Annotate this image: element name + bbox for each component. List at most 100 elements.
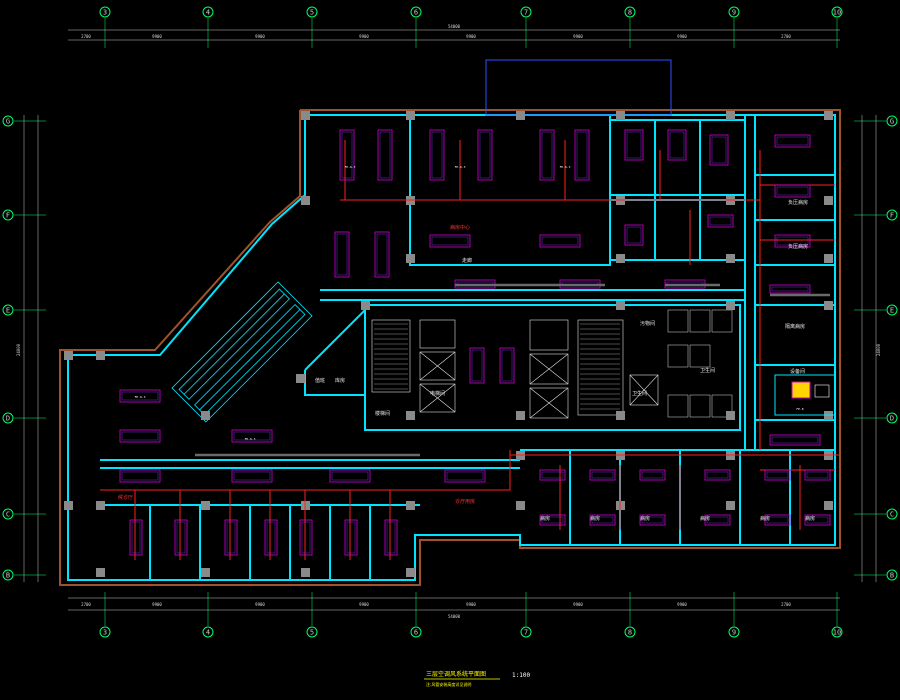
dim-top-1: 2700	[81, 34, 91, 39]
axis-label-E-left: E	[6, 307, 10, 315]
axis-label-8: 8	[628, 9, 632, 17]
fan-coil-unit-37	[589, 514, 616, 526]
fan-coil-unit-21	[231, 429, 273, 443]
fan-coil-unit-11	[667, 129, 687, 161]
fan-coil-unit-39	[639, 514, 666, 526]
dimension-lines	[23, 29, 877, 611]
fan-coil-unit-29	[224, 519, 238, 556]
dim-top-total: 54000	[448, 24, 461, 29]
dim-bottom-2: 9900	[152, 602, 162, 607]
side-axis-bubbles: G F E D C B G F E D C B	[2, 115, 898, 581]
fan-coil-inner-10	[626, 131, 642, 159]
room-label-ward-center: 病房中心	[450, 224, 470, 231]
column-12	[616, 254, 625, 263]
fan-coil-unit-43	[764, 514, 791, 526]
fan-coil-inner-14	[709, 216, 732, 226]
fan-coil-inner-43	[766, 516, 789, 524]
axis-label-B-left: B	[6, 572, 10, 580]
axis-bubble-5: 5	[306, 6, 318, 18]
axis-grid	[14, 18, 886, 626]
axis-label-7: 7	[524, 9, 528, 17]
fan-coil-unit-40	[704, 469, 731, 481]
fan-coil-inner-34	[541, 471, 564, 479]
axis-label-3-bottom: 3	[103, 629, 107, 637]
fan-coil-unit-26	[499, 347, 515, 384]
room-label-dirty: 污物间	[640, 320, 655, 327]
dim-bottom-6: 9900	[573, 602, 583, 607]
room-label-isolation: 隔离病房	[785, 323, 805, 330]
column-36	[824, 501, 833, 510]
column-4	[726, 111, 735, 120]
fan-coil-inner-32	[346, 521, 356, 554]
fan-coil-units	[119, 129, 831, 556]
fan-coil-inner-6	[336, 233, 348, 276]
dim-bottom-total: 54000	[448, 614, 461, 619]
room-label-ward-f: 病房	[805, 515, 815, 522]
dim-top-6: 9900	[573, 34, 583, 39]
fan-coil-unit-3	[477, 129, 493, 181]
fan-coil-inner-35	[541, 516, 564, 524]
axis-label-C-right: C	[890, 511, 894, 519]
axis-bubble-9: 9	[728, 6, 740, 18]
dim-bottom-8: 2700	[781, 602, 791, 607]
fan-coil-unit-8	[429, 234, 471, 248]
column-14	[824, 254, 833, 263]
fan-coil-inner-45	[806, 516, 829, 524]
dim-top-4: 9900	[359, 34, 369, 39]
axis-label-7-bottom: 7	[524, 629, 528, 637]
axis-label-G-left: G	[6, 118, 10, 126]
room-label-negative-b: 负压病房	[788, 243, 808, 250]
axis-label-10-bottom: 10	[833, 629, 841, 637]
room-label-stair: 楼梯间	[375, 410, 390, 417]
fan-coil-unit-0	[339, 129, 355, 181]
axis-label-3: 3	[103, 9, 107, 17]
fan-coil-unit-9	[539, 234, 581, 248]
fan-coil-inner-28	[176, 521, 186, 554]
fan-coil-unit-46	[769, 434, 821, 446]
room-label-treatment: 诊疗用房	[455, 498, 475, 505]
axis-label-E-right: E	[890, 307, 894, 315]
column-44	[406, 568, 415, 577]
column-29	[96, 501, 105, 510]
fan-coil-unit-44	[804, 469, 831, 481]
room-label-toilet: 卫生间	[700, 367, 715, 374]
room-label-ward-e: 病房	[760, 515, 770, 522]
top-axis-bubbles: 3 4 5 6 7 8 9 10	[99, 6, 843, 18]
room-label-ward-b: 病房	[590, 515, 600, 522]
column-28	[64, 501, 73, 510]
fan-coil-unit-33	[384, 519, 398, 556]
fan-coil-inner-24	[446, 471, 484, 481]
dim-side-total-left: 24000	[16, 343, 21, 356]
column-11	[406, 254, 415, 263]
fan-coil-unit-14	[707, 214, 734, 228]
room-label-ward-c: 病房	[640, 515, 650, 522]
fan-coil-inner-4	[541, 131, 553, 179]
axis-label-9-bottom: 9	[732, 629, 736, 637]
fan-coil-inner-16	[776, 186, 809, 196]
room-label-corridor: 走廊	[462, 257, 472, 264]
title-block: 三层空调风系统平面图 1:100 注:风管安装高度详见说明	[424, 670, 530, 687]
axis-label-9: 9	[732, 9, 736, 17]
toilet-stalls	[667, 309, 733, 418]
fan-coil-inner-26	[501, 349, 513, 382]
fan-coil-inner-11	[669, 131, 685, 159]
column-3	[616, 111, 625, 120]
fan-coil-unit-45	[804, 514, 831, 526]
interior-walls	[67, 114, 836, 581]
dim-bottom-4: 9900	[359, 602, 369, 607]
fan-coil-unit-1	[377, 129, 393, 181]
dim-top-7: 9900	[677, 34, 687, 39]
column-33	[516, 501, 525, 510]
stair-steps	[374, 323, 620, 410]
dim-bottom-3: 9900	[255, 602, 265, 607]
dim-top-2: 9900	[152, 34, 162, 39]
axis-label-B-right: B	[890, 572, 894, 580]
fan-coil-unit-12	[709, 134, 729, 166]
unit-tag-2: FP-6.3	[455, 165, 466, 169]
escalator	[171, 281, 313, 423]
ahu-tag: FP-8	[796, 407, 803, 411]
fan-coil-unit-24	[444, 469, 486, 483]
fan-coil-inner-31	[301, 521, 311, 554]
dim-side-total-right: 24000	[876, 343, 881, 356]
axis-label-C-left: C	[6, 511, 10, 519]
